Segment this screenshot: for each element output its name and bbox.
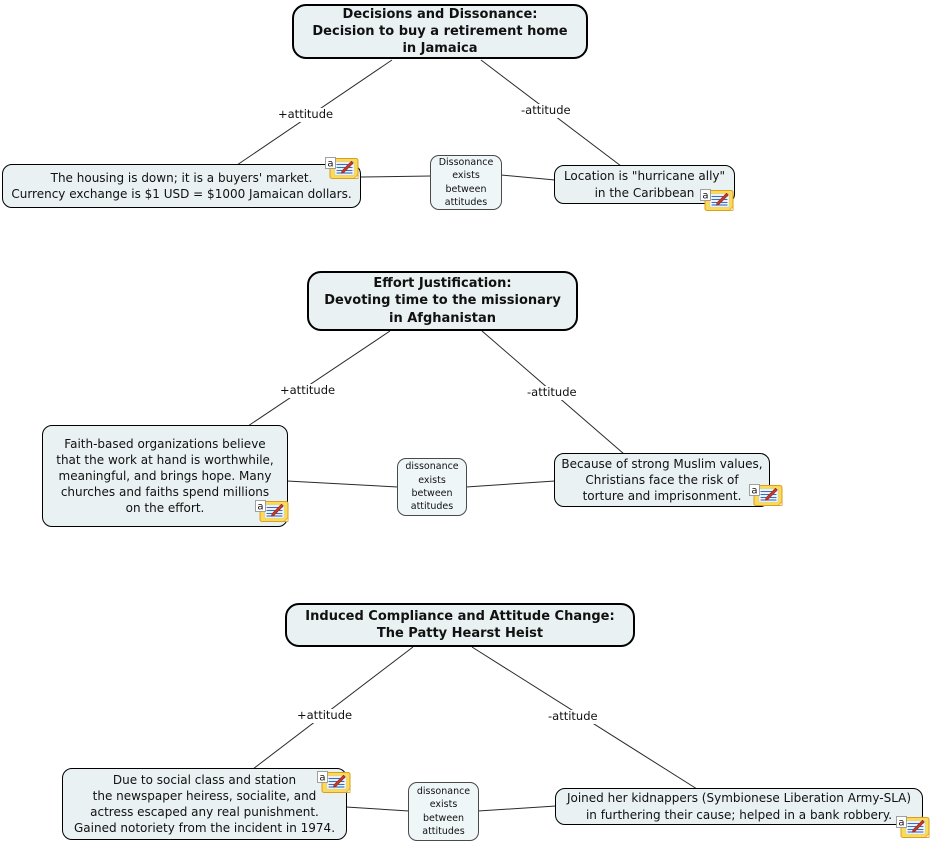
pencil-icon (340, 160, 354, 174)
connector-line (500, 174, 556, 181)
annotation-note-glyph: a (700, 189, 734, 211)
negative-attitude-node[interactable]: Joined her kidnappers (Symbionese Libera… (555, 788, 923, 825)
annotation-note-glyph: a (317, 771, 351, 793)
svg-text:a: a (702, 191, 708, 202)
annotation-note-glyph: a (255, 500, 289, 522)
connector-line (252, 646, 414, 770)
annotation-note-glyph: a (896, 816, 930, 838)
connector-line (477, 805, 557, 812)
note-fold (353, 173, 359, 179)
edge-label-positive-attitude: +attitude (294, 708, 356, 723)
annotation-icon[interactable]: a (896, 816, 930, 839)
pencil-icon (270, 503, 284, 517)
svg-text:a: a (257, 502, 263, 513)
annotation-icon[interactable]: a (749, 484, 783, 507)
pencil-icon (715, 192, 729, 206)
svg-text:a: a (319, 773, 325, 784)
edge-label-negative-attitude: -attitude (518, 103, 574, 118)
annotation-letter-box (325, 157, 336, 169)
dissonance-node[interactable]: dissonance exists between attitudes (397, 458, 467, 516)
dissonance-node[interactable]: Dissonance exists between attitudes (430, 155, 502, 210)
edge-label-negative-attitude: -attitude (545, 709, 601, 724)
svg-text:a: a (327, 159, 333, 170)
annotation-icon[interactable]: a (255, 500, 289, 523)
annotation-icon[interactable]: a (325, 157, 359, 180)
edge-label-negative-attitude: -attitude (524, 385, 580, 400)
annotation-note-glyph: a (749, 484, 783, 506)
title-node-decisions[interactable]: Decisions and Dissonance: Decision to bu… (292, 4, 588, 59)
edge-label-positive-attitude: +attitude (277, 383, 339, 398)
connector-line (345, 806, 410, 812)
dissonance-node[interactable]: dissonance exists between attitudes (408, 782, 479, 841)
positive-attitude-node[interactable]: Due to social class and station the news… (62, 768, 347, 840)
connector-line (360, 175, 432, 178)
pencil-icon (764, 487, 778, 501)
pencil-icon (911, 819, 925, 833)
svg-text:a: a (898, 818, 904, 829)
title-node-effort-justification[interactable]: Effort Justification: Devoting time to t… (307, 271, 578, 331)
title-node-induced-compliance[interactable]: Induced Compliance and Attitude Change: … (285, 603, 635, 647)
connector-line (465, 480, 556, 488)
annotation-note-glyph: a (325, 157, 359, 179)
annotation-icon[interactable]: a (700, 189, 734, 212)
edge-label-positive-attitude: +attitude (275, 107, 337, 122)
negative-attitude-node[interactable]: Because of strong Muslim values, Christi… (554, 453, 770, 507)
annotation-icon[interactable]: a (317, 771, 351, 794)
positive-attitude-node[interactable]: The housing is down; it is a buyers' mar… (2, 164, 361, 208)
negative-attitude-node[interactable]: Location is "hurricane ally" in the Cari… (554, 165, 735, 204)
svg-text:a: a (751, 486, 757, 497)
connector-line (247, 330, 391, 427)
connector-line (286, 480, 399, 488)
positive-attitude-node[interactable]: Faith-based organizations believe that t… (42, 425, 288, 527)
pencil-icon (332, 774, 346, 788)
